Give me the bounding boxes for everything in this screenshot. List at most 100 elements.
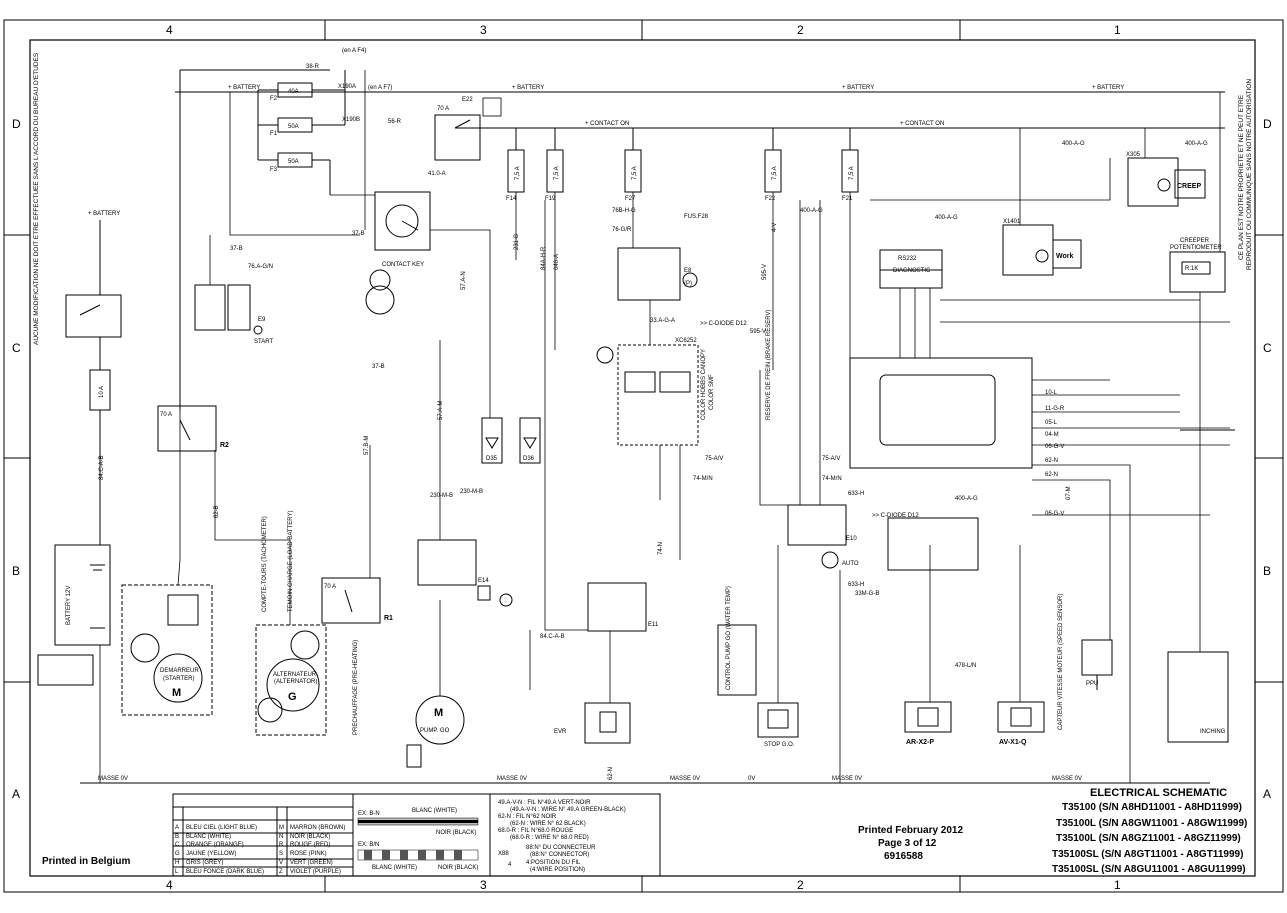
fuse-f27-id: F27 <box>625 196 636 202</box>
relay-e22-rating: 70 A <box>437 106 449 112</box>
relay-e8-p: (P) <box>684 281 692 287</box>
relay-r1 <box>321 577 381 624</box>
zone-row-b-left: B <box>12 564 20 578</box>
ecu-controller <box>849 357 1033 571</box>
wire-label-633h-2: 633-H <box>848 582 864 588</box>
wire-label-400ag-1: 400-A-G <box>800 208 823 214</box>
legend-ex1: EX: B-N <box>358 811 380 817</box>
relay-e14-label: E14 <box>478 578 489 584</box>
fuse-f27-rating: 7,5 A <box>632 166 638 180</box>
legend-code-g: G <box>175 851 180 857</box>
zone-col-1-top: 1 <box>1114 23 1121 37</box>
speed-sensor <box>1081 639 1113 690</box>
zone-row-c-left: C <box>12 341 21 355</box>
ref-en-a-f7: (en A F7) <box>368 85 392 91</box>
contact-key <box>365 191 431 315</box>
zero-v-label: 0V <box>748 776 755 782</box>
inching-label: INCHING <box>1200 729 1226 735</box>
wire-label-400ag-5: 400-A-G <box>955 496 978 502</box>
wire-label-06gv-2: 06-G-V <box>1045 511 1064 517</box>
rail-battery-mid-label: + BATTERY <box>512 85 544 91</box>
wire-label-84a: 84A-H-R <box>541 246 547 270</box>
page-number-label: Page 3 of 12 <box>878 838 937 849</box>
title-block-title: ELECTRICAL SCHEMATIC <box>1090 787 1227 799</box>
relay-e14 <box>417 539 513 607</box>
rs232-diagnostic <box>879 249 943 289</box>
x305-label: X305 <box>1126 152 1141 158</box>
fuse-f1-id: F1 <box>270 131 278 137</box>
legend-entries: A BLEU CIEL (LIGHT BLUE) M MARRON (BROWN… <box>175 825 345 875</box>
zone-col-4-top: 4 <box>166 23 173 37</box>
legend-code-r: R <box>279 842 284 848</box>
wire-labels: 37-B 57.A-N 57.B-M 57.A-M 231-B 84A-H-R … <box>214 141 1208 780</box>
evr-valve <box>584 702 631 744</box>
legend-connector-pin: 4 <box>508 862 512 868</box>
title-block-model-1: T35100 (S/N A8HD11001 - A8HD11999) <box>1062 802 1242 813</box>
zone-col-3-bottom: 3 <box>480 878 487 892</box>
masse-label-2: MASSE 0V <box>497 776 527 782</box>
auto-label: AUTO <box>842 561 859 567</box>
ref-en-a-f4: (en A F4) <box>342 48 366 54</box>
fuse-f2-id: F2 <box>270 96 278 102</box>
wire-label-040a: 040-A <box>554 254 560 270</box>
title-block-model-3: T35100L (S/N A8GZ11001 - A8GZ11999) <box>1056 833 1241 844</box>
legend-code-b: B <box>175 834 179 840</box>
rail-battery-left-label: + BATTERY <box>228 85 260 91</box>
legend-connector-2: (88:N° CONNECTOR) <box>530 852 589 858</box>
fuse-f3-id: F3 <box>270 167 278 173</box>
legend-position-2: (4:WIRE POSITION) <box>530 867 585 873</box>
contact-key-label: CONTACT KEY <box>382 262 424 268</box>
relay-r2-rating: 70 A <box>160 412 172 418</box>
speed-sensor-label: CAPTEUR VITESSE MOTEUR (SPEED SENSOR) <box>1058 594 1064 730</box>
temoin-charge-label: TEMOIN CHARGE (LOAD BATTERY) <box>288 511 294 612</box>
pump-symbol: M <box>434 707 443 719</box>
legend-connector-1: 88:N° DU CONNECTEUR <box>526 845 596 851</box>
zone-row-a-right: A <box>1263 787 1271 801</box>
creep-label: CREEP <box>1177 183 1201 190</box>
fuse-f1-rating: 50A <box>288 124 299 130</box>
creeper-pot-label-2: POTENTIOMETER <box>1170 245 1222 251</box>
fus-f28-label: FUS.F28 <box>684 214 709 220</box>
legend-code-a: A <box>175 825 179 831</box>
ppu-label: PPU <box>1086 681 1098 687</box>
pump-label: PUMP. GO <box>420 728 450 734</box>
legend-code-z: Z <box>279 869 283 875</box>
relay-r1-label: R1 <box>384 615 393 622</box>
start-relay <box>194 284 263 335</box>
title-block-model-5: T35100SL (S/N A8GU11001 - A8GU11999) <box>1052 864 1246 875</box>
legend-text-z: VIOLET (PURPLE) <box>290 869 341 875</box>
diagnostic-label: DIAGNOSTIC <box>893 268 931 274</box>
battery-label: BATTERY 12V <box>66 586 72 625</box>
wire-230-mb-label: 230-M-B <box>430 493 453 499</box>
masse-label-1: MASSE 0V <box>98 776 128 782</box>
masse-label-5: MASSE 0V <box>1052 776 1082 782</box>
diode-d36-label: D36 <box>523 456 535 462</box>
wire-label-400ag-3: 400-A-G <box>1062 141 1085 147</box>
relay-e8-label: E8 <box>684 268 692 274</box>
color-smf-label: COLOR SMF <box>709 374 715 410</box>
zone-col-1-bottom: 1 <box>1114 878 1121 892</box>
creep-switch <box>1127 157 1206 207</box>
printed-in-label: Printed in Belgium <box>42 856 130 867</box>
legend-notes: 49.A-V-N : FIL N°49.A VERT-NOIR (49.A-V-… <box>498 800 626 873</box>
legend-note-6: (68.0-R : WIRE N° 68.0 RED) <box>510 835 589 841</box>
legend-position-1: 4:POSITION DU FIL <box>526 860 581 866</box>
starter-motor <box>121 584 213 716</box>
wire-label-37b: 37-B <box>372 364 385 370</box>
zone-row-a-left: A <box>12 787 20 801</box>
zone-col-2-top: 2 <box>797 23 804 37</box>
wire-56-r-label: 56-R <box>388 119 402 125</box>
rail-battery-right-label: + BATTERY <box>842 85 874 91</box>
creeper-potentiometer <box>1167 251 1235 743</box>
zone-col-3-top: 3 <box>480 23 487 37</box>
relay-r2-label: R2 <box>220 442 229 449</box>
title-block-model-2: T35100L (S/N A8GW11001 - A8GW11999) <box>1056 818 1247 829</box>
fuse-f2-rating: 40A <box>288 89 299 95</box>
e10-auto-block <box>787 504 847 569</box>
legend-text-s: ROSE (PINK) <box>290 851 327 857</box>
battery-fuse-rating: 10 A <box>99 386 105 398</box>
e10-label: E10 <box>846 536 857 542</box>
wire-label-230mb-2: 230-M-B <box>460 489 483 495</box>
wire-label-74mn: 74-M/N <box>693 476 713 482</box>
legend-text-l: BLEU FONCE (DARK BLUE) <box>186 869 264 875</box>
